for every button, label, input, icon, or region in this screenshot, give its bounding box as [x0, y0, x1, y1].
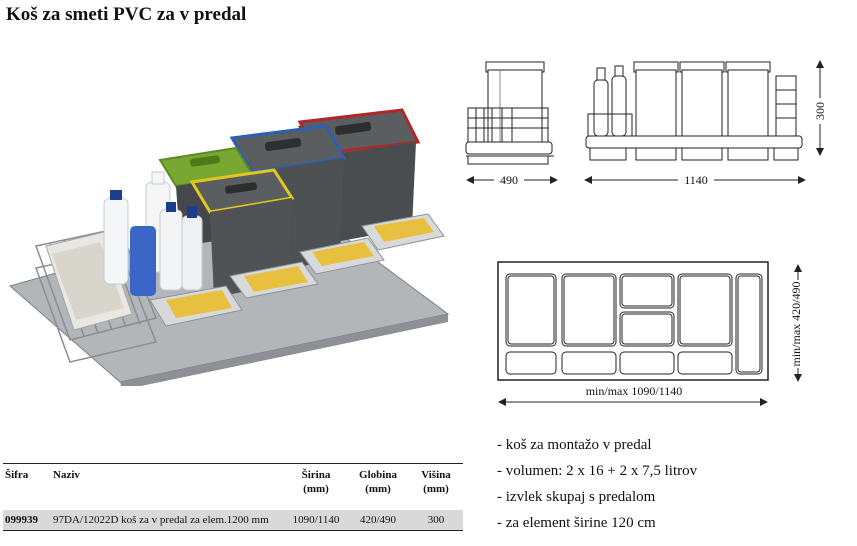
spec-table: Šifra Naziv Širina(mm) Globina(mm) Višin…	[3, 463, 463, 531]
front-width-label: 1140	[684, 173, 708, 187]
list-item: - izvlek skupaj s predalom	[497, 489, 656, 505]
bottles-outline	[587, 65, 633, 137]
header-name: Naziv	[51, 463, 285, 510]
spec-table-header: Šifra Naziv Širina(mm) Globina(mm) Višin…	[3, 463, 463, 510]
front-view-drawing: 1140 300	[584, 60, 827, 187]
header-code: Šifra	[3, 463, 51, 510]
cell-name: 97DA/12022D koš za v predal za elem.1200…	[51, 510, 285, 531]
bottles	[103, 171, 203, 296]
feature-list: - koš za montažo v predal - volumen: 2 x…	[497, 432, 697, 536]
small-tray-3	[299, 237, 385, 275]
list-item: - koš za montažo v predal	[497, 437, 652, 453]
plan-width-label: min/max 1090/1140	[586, 384, 683, 398]
product-photo	[8, 108, 450, 386]
small-tray-1	[149, 285, 243, 327]
list-item: - volumen: 2 x 16 + 2 x 7,5 litrov	[497, 463, 698, 479]
header-width: Širina(mm)	[285, 463, 347, 510]
page-title: Koš za smeti PVC za v predal	[6, 4, 247, 25]
side-width-label: 490	[500, 173, 518, 187]
plan-view-drawing: min/max 420/490 min/max 1090/1140	[497, 261, 808, 406]
header-depth: Globina(mm)	[347, 463, 409, 510]
table-row: 099939 97DA/12022D koš za v predal za el…	[3, 510, 463, 531]
small-tray-4	[361, 213, 445, 251]
small-tray-2	[229, 261, 319, 299]
side-view-drawing: 490	[465, 61, 558, 187]
cell-width: 1090/1140	[285, 510, 347, 531]
header-height: Višina(mm)	[409, 463, 463, 510]
cell-height: 300	[409, 510, 463, 531]
plan-depth-label: min/max 420/490	[789, 282, 803, 367]
cell-depth: 420/490	[347, 510, 409, 531]
list-item: - za element širine 120 cm	[497, 515, 656, 531]
height-label: 300	[813, 102, 827, 120]
cell-code: 099939	[3, 510, 51, 531]
